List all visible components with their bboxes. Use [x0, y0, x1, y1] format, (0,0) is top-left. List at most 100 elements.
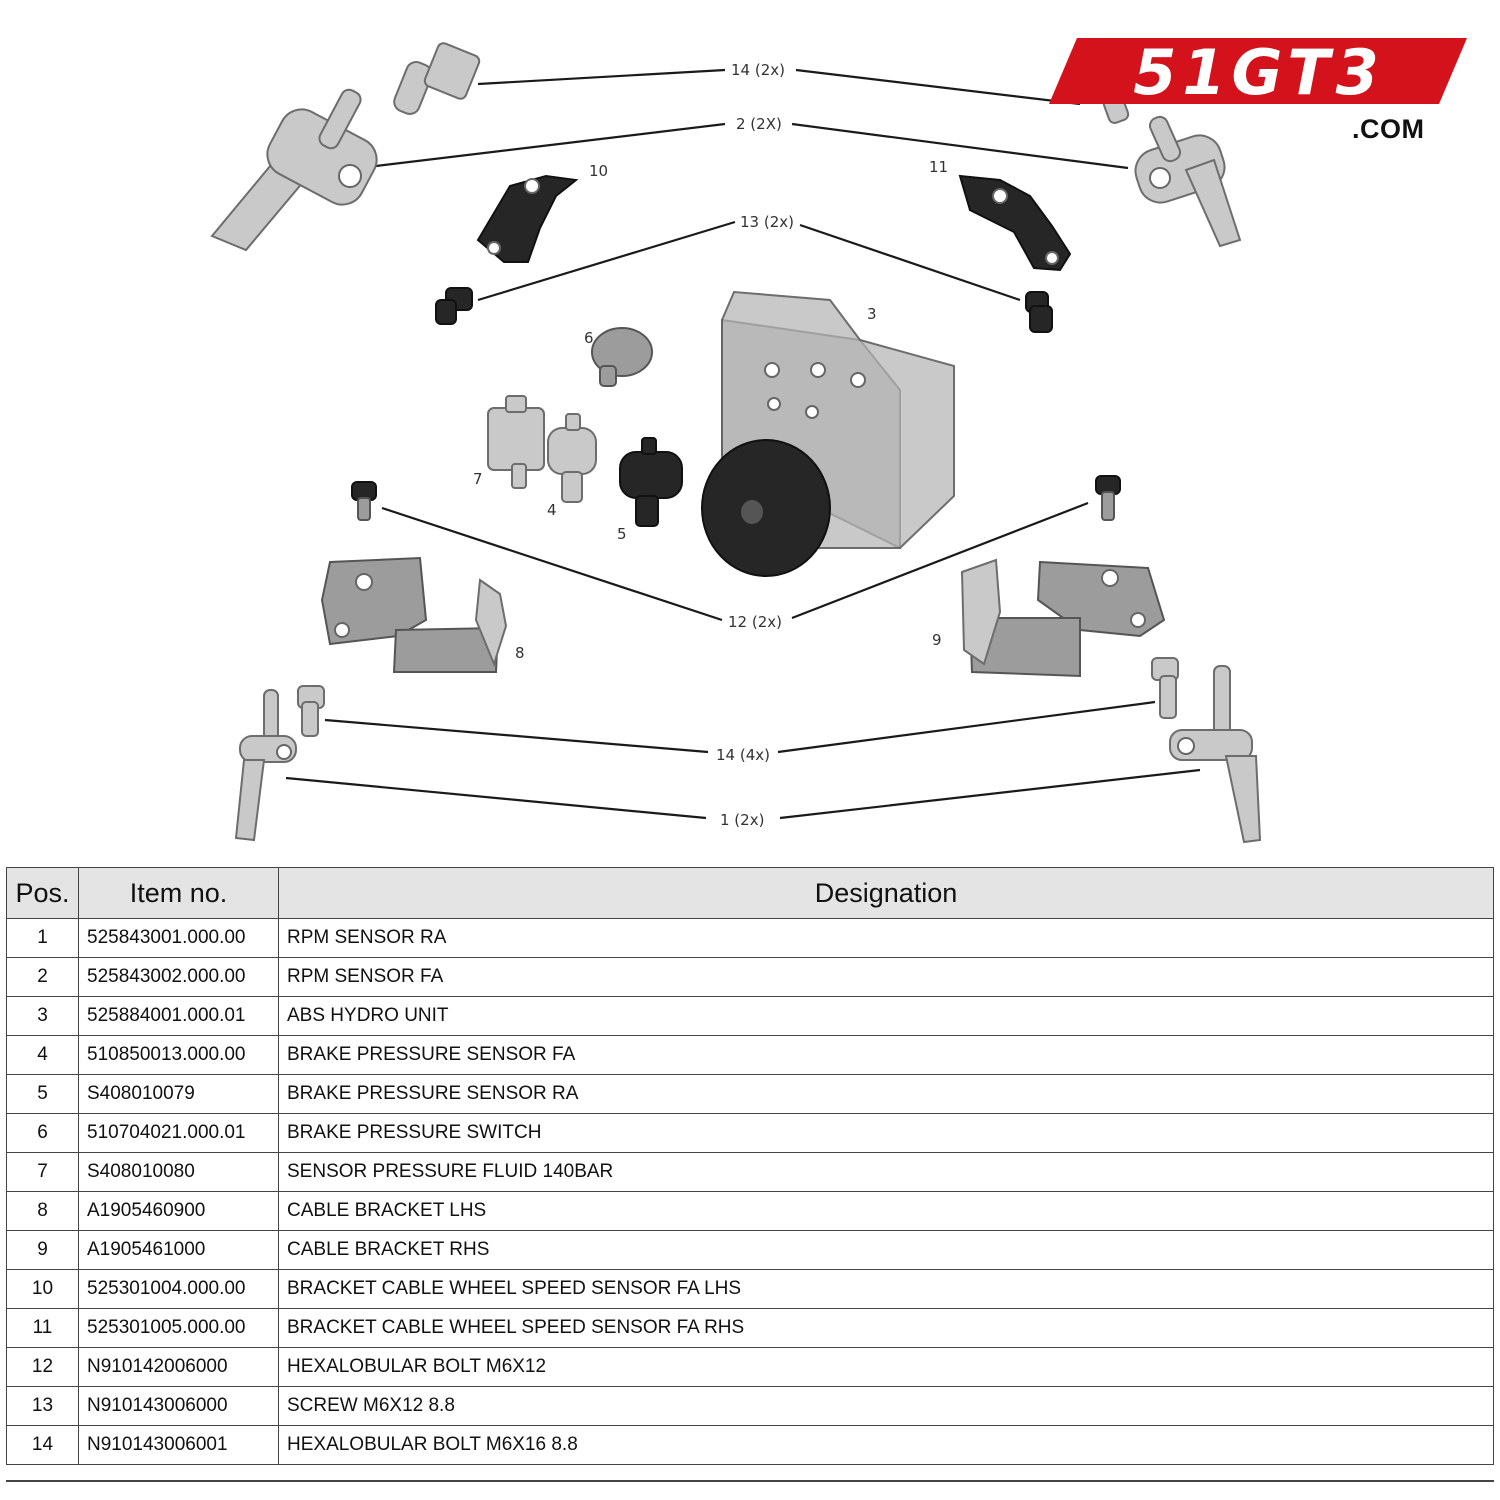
row-item-no: 525301004.000.00: [78, 1269, 279, 1309]
row-designation: CABLE BRACKET RHS: [278, 1230, 1494, 1270]
row-designation: SCREW M6X12 8.8: [278, 1386, 1494, 1426]
row-designation: BRAKE PRESSURE SWITCH: [278, 1113, 1494, 1153]
row-designation: CABLE BRACKET LHS: [278, 1191, 1494, 1231]
row-item-no: 525843002.000.00: [78, 957, 279, 997]
logo-wordmark: 51GT3: [1133, 36, 1385, 109]
row-pos: 9: [6, 1230, 79, 1270]
callout-10: 10: [589, 162, 608, 180]
hexalobular-bolt-part-12-right: [1095, 475, 1121, 521]
callout-5: 5: [617, 525, 627, 543]
row-designation: BRAKE PRESSURE SENSOR RA: [278, 1074, 1494, 1114]
row-designation: HEXALOBULAR BOLT M6X12: [278, 1347, 1494, 1387]
callout-8: 8: [515, 644, 525, 662]
brand-logo: 51GT3: [1049, 36, 1467, 109]
callout-6: 6: [584, 329, 594, 347]
brake-pressure-switch: [591, 327, 653, 387]
sensor-pressure-fluid: [487, 395, 545, 489]
rpm-sensor-ra-right: [1169, 665, 1262, 844]
header-designation: Designation: [278, 867, 1494, 919]
row-designation: BRAKE PRESSURE SENSOR FA: [278, 1035, 1494, 1075]
row-item-no: 525843001.000.00: [78, 918, 279, 958]
hexalobular-bolt-part-14-lower-left: [297, 685, 325, 737]
row-item-no: 525884001.000.01: [78, 996, 279, 1036]
row-pos: 4: [6, 1035, 79, 1075]
row-designation: BRACKET CABLE WHEEL SPEED SENSOR FA LHS: [278, 1269, 1494, 1309]
row-item-no: S408010079: [78, 1074, 279, 1114]
row-item-no: 510704021.000.01: [78, 1113, 279, 1153]
row-pos: 11: [6, 1308, 79, 1348]
row-pos: 12: [6, 1347, 79, 1387]
leader-lines: [285, 68, 1201, 820]
rpm-sensor-fa-right: [1134, 115, 1242, 248]
rpm-sensor-fa-left: [210, 88, 378, 252]
callout-1: 1 (2x): [720, 811, 764, 829]
callout-13: 13 (2x): [740, 213, 794, 231]
screw-part-13-left: [435, 287, 473, 325]
row-designation: SENSOR PRESSURE FLUID 140BAR: [278, 1152, 1494, 1192]
row-item-no: A1905460900: [78, 1191, 279, 1231]
brake-pressure-sensor-fa: [547, 413, 597, 503]
screw-part-13-right: [1025, 291, 1053, 333]
callout-9: 9: [932, 631, 942, 649]
row-pos: 10: [6, 1269, 79, 1309]
row-pos: 5: [6, 1074, 79, 1114]
hexalobular-bolt-part-12-left: [351, 481, 377, 521]
row-item-no: N910143006001: [78, 1425, 279, 1465]
bracket-cable-part-11: [958, 174, 1072, 272]
callout-4: 4: [547, 501, 557, 519]
callout-12: 12 (2x): [728, 613, 782, 631]
rpm-sensor-ra-left: [234, 689, 297, 842]
row-item-no: S408010080: [78, 1152, 279, 1192]
callout-3: 3: [867, 305, 877, 323]
row-pos: 8: [6, 1191, 79, 1231]
row-pos: 14: [6, 1425, 79, 1465]
row-pos: 2: [6, 957, 79, 997]
row-designation: RPM SENSOR FA: [278, 957, 1494, 997]
bottom-rule: [6, 1480, 1494, 1482]
callout-14-top: 14 (2x): [731, 61, 785, 79]
row-designation: HEXALOBULAR BOLT M6X16 8.8: [278, 1425, 1494, 1465]
row-designation: ABS HYDRO UNIT: [278, 996, 1494, 1036]
row-item-no: 525301005.000.00: [78, 1308, 279, 1348]
header-pos: Pos.: [6, 867, 79, 919]
logo-background: [1049, 38, 1467, 104]
row-pos: 13: [6, 1386, 79, 1426]
row-item-no: N910143006000: [78, 1386, 279, 1426]
row-pos: 6: [6, 1113, 79, 1153]
logo-suffix: .COM: [1352, 114, 1425, 144]
row-pos: 1: [6, 918, 79, 958]
row-designation: BRACKET CABLE WHEEL SPEED SENSOR FA RHS: [278, 1308, 1494, 1348]
row-item-no: 510850013.000.00: [78, 1035, 279, 1075]
abs-hydro-unit: [701, 290, 955, 577]
brake-pressure-sensor-ra: [619, 437, 683, 527]
callout-labels: 14 (2x) 2 (2X) 10 11 13 (2x) 3 6 7 4 5 1…: [473, 61, 948, 829]
callout-14-bottom: 14 (4x): [716, 746, 770, 764]
row-item-no: N910142006000: [78, 1347, 279, 1387]
callout-7: 7: [473, 470, 483, 488]
cable-bracket-rhs: [960, 558, 1166, 678]
callout-2: 2 (2X): [736, 115, 782, 133]
bracket-cable-part-10: [476, 174, 579, 263]
row-designation: RPM SENSOR RA: [278, 918, 1494, 958]
parts-table-header: Pos. Item no. Designation: [6, 867, 1494, 919]
header-item-no: Item no.: [78, 867, 279, 919]
row-item-no: A1905461000: [78, 1230, 279, 1270]
cable-bracket-lhs: [320, 556, 508, 673]
row-pos: 3: [6, 996, 79, 1036]
hexalobular-bolt-part-14-lower-right: [1151, 657, 1179, 719]
